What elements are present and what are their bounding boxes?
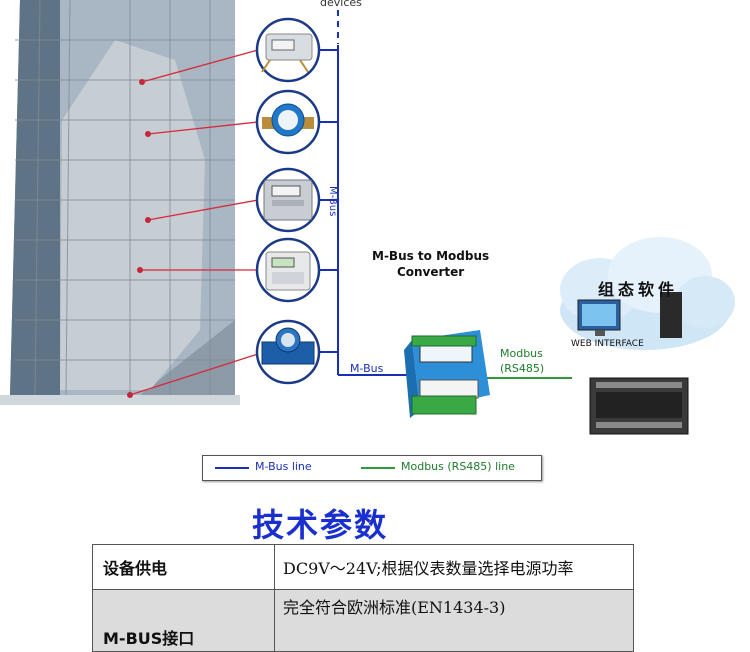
heat-meter-device [255,17,321,83]
water-meter-device [255,89,321,155]
mbus-lines [318,45,410,376]
network-diagram: devices M-Bus to Modbus Converter Modbus… [0,0,735,481]
converter-title: M-Bus to Modbus Converter [372,248,489,280]
electric-meter-device [255,237,321,303]
building-illustration [0,0,240,405]
modbus-label-line2: (RS485) [500,362,545,375]
converter-title-line1: M-Bus to Modbus [372,249,490,263]
software-label: 组态软件 [598,280,679,299]
spec-key: M-BUS接口 [92,589,275,652]
devices-label: devices [320,0,362,9]
web-interface-label: WEB INTERFACE [571,339,644,349]
flow-meter-device [255,319,321,385]
pointer-lines [129,49,259,396]
modbus-label-line1: Modbus [500,347,543,360]
converter-title-line2: Converter [396,265,465,279]
diagram-graphics [0,0,735,435]
table-row: 设备供电 DC9V～24V;根据仪表数量选择电源功率 [92,544,634,590]
mbus-horizontal-label: M-Bus [350,362,384,375]
spec-value: 完全符合欧洲标准(EN1434-3) [274,589,634,652]
table-row: M-BUS接口 完全符合欧洲标准(EN1434-3) [92,589,634,652]
spec-table: 设备供电 DC9V～24V;根据仪表数量选择电源功率 M-BUS接口 完全符合欧… [92,544,634,652]
converter-device [404,330,490,418]
legend-mbus-swatch [215,467,249,469]
plc-device [589,377,689,435]
legend-mbus-label: M-Bus line [255,460,312,473]
legend-modbus-swatch [361,467,395,469]
modbus-label: Modbus (RS485) [500,346,544,376]
legend: M-Bus line Modbus (RS485) line [202,455,542,481]
mbus-vertical-label: M-Bus [327,186,338,217]
cloud-illustration [560,237,735,350]
section-title: 技术参数 [251,506,388,544]
spec-key: 设备供电 [92,544,275,590]
gas-meter-device [255,167,321,233]
legend-modbus-label: Modbus (RS485) line [401,460,515,473]
spec-value: DC9V～24V;根据仪表数量选择电源功率 [274,544,634,590]
